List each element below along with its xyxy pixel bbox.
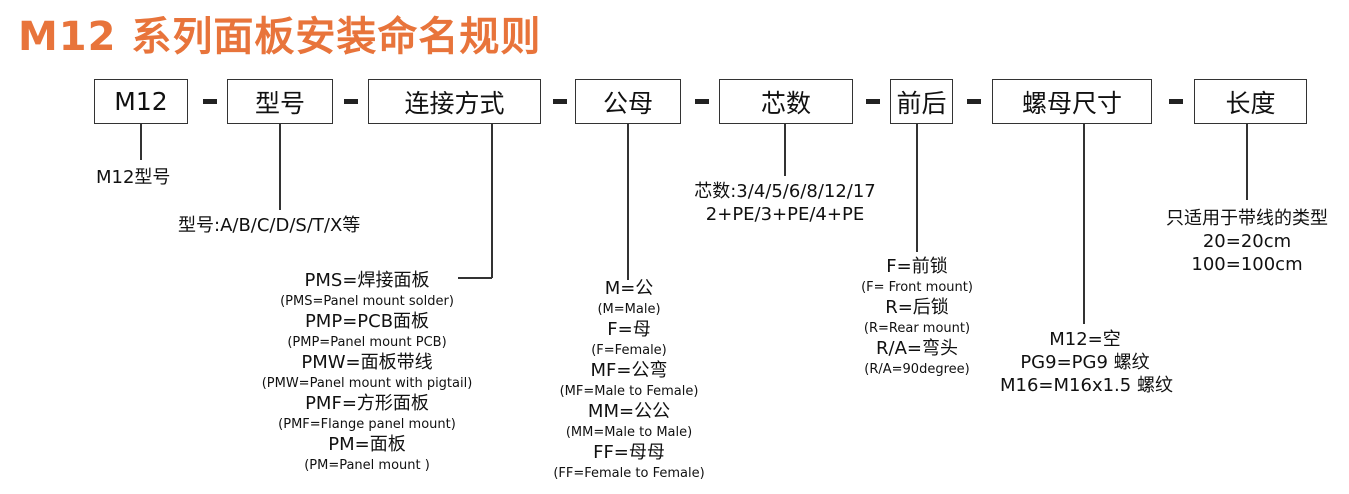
label-gender-options: M=公 (M=Male) F=母 (F=Female) MF=公弯 (MF=Ma… [553, 278, 705, 481]
separator-dash [967, 99, 981, 104]
separator-dash [553, 99, 567, 104]
box-gender: 公母 [575, 79, 681, 124]
box-type: 型号 [227, 79, 333, 124]
label-mount-options: F=前锁 (F= Front mount) R=后锁 (R=Rear mount… [861, 256, 973, 377]
separator-dash [1169, 99, 1183, 104]
connector-line [916, 124, 918, 252]
label-core-options: 芯数:3/4/5/6/8/12/17 2+PE/3+PE/4+PE [694, 181, 876, 225]
label-length-options: 只适用于带线的类型 20=20cm 100=100cm [1166, 208, 1328, 275]
separator-dash [344, 99, 358, 104]
label-connection-options: PMS=焊接面板 (PMS=Panel mount solder) PMP=PC… [261, 270, 473, 473]
connector-line [784, 124, 786, 176]
separator-dash [866, 99, 880, 104]
label-nut-options: M12=空 PG9=PG9 螺纹 M16=M16x1.5 螺纹 [1000, 329, 1173, 396]
box-length: 长度 [1194, 79, 1307, 124]
connector-line [140, 124, 142, 160]
connector-line [458, 277, 492, 279]
connector-line [1246, 124, 1248, 200]
connector-line [491, 124, 493, 278]
connector-line [1083, 124, 1085, 324]
box-connection: 连接方式 [368, 79, 541, 124]
separator-dash [695, 99, 709, 104]
box-m12: M12 [94, 79, 188, 124]
separator-dash [203, 99, 217, 104]
connector-line [279, 124, 281, 210]
connector-line [627, 124, 629, 280]
box-nut-size: 螺母尺寸 [992, 79, 1152, 124]
label-type-options: 型号:A/B/C/D/S/T/X等 [178, 215, 361, 236]
label-m12-model: M12型号 [96, 167, 171, 188]
page-title: M12 系列面板安装命名规则 [18, 14, 542, 60]
box-cores: 芯数 [719, 79, 853, 124]
box-mount: 前后 [890, 79, 953, 124]
